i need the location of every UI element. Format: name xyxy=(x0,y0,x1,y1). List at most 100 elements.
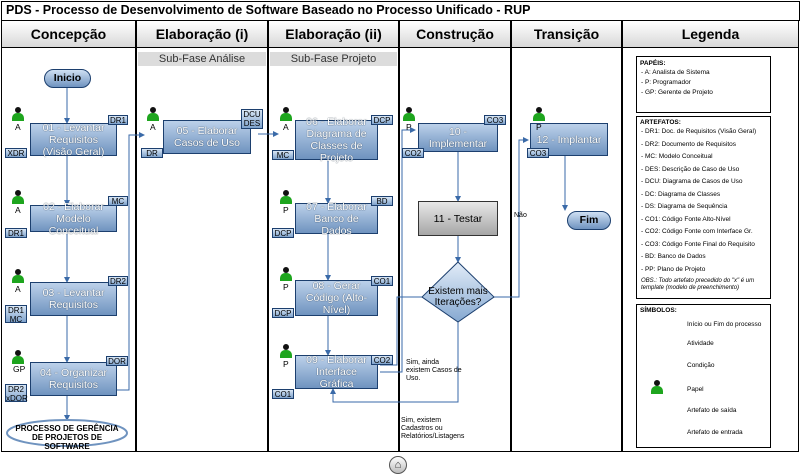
role-label: P xyxy=(406,122,412,132)
person-icon xyxy=(12,107,24,121)
legend-item: - A: Analista de Sistema xyxy=(641,69,710,76)
role-label: GP xyxy=(13,364,26,374)
artifact-input: MC xyxy=(272,150,294,160)
legend-papeis: PAPÉIS: - A: Analista de Sistema - P: Pr… xyxy=(636,56,771,113)
legend-item: - DS: Diagrama de Sequência xyxy=(641,203,728,210)
activity-02: 02 - Elaborar Modelo Conceitual xyxy=(30,201,117,237)
artifact-input: DCP xyxy=(272,228,294,238)
legend-item: - DC: Diagrama de Classes xyxy=(641,190,721,198)
legend-item: - DR2: Documento de Requisitos xyxy=(641,140,737,148)
start-node: Inicio xyxy=(44,69,91,88)
legend-symbol-label: Artefato de entrada xyxy=(687,429,743,436)
artifact-label: xDOR xyxy=(6,394,28,403)
legend-symbol-label: Início ou Fim do processo xyxy=(687,321,762,328)
flow-line xyxy=(494,137,529,298)
lane-title: Elaboração (ii) xyxy=(269,21,398,48)
activity-06: 06 - Elaborar Diagrama de Classes de Pro… xyxy=(295,116,378,164)
lane-title: Construção xyxy=(400,21,510,48)
gerencia-label: PROCESSO DE GERÊNCIA DE PROJETOS DE SOFT… xyxy=(15,424,119,451)
legend-symbol-label: Condição xyxy=(687,362,715,369)
artifact-output: CO1 xyxy=(371,276,393,286)
flow-label-sim-casos: Sim, ainda existem Casos de Uso. xyxy=(406,359,462,382)
person-icon xyxy=(280,190,292,204)
artifact-label: DR1 xyxy=(7,306,24,315)
legend-obs: OBS.: Todo artefato precedido do "x" é u… xyxy=(641,278,755,291)
person-icon xyxy=(12,350,24,364)
condition-diamond xyxy=(421,261,495,323)
activity-10: 10 - Implementar xyxy=(418,123,498,152)
person-icon xyxy=(651,380,663,394)
role-label: A xyxy=(283,122,289,132)
activity-11: 11 - Testar xyxy=(418,201,498,236)
legend-item: - CO3: Código Fonte Final do Requisito xyxy=(641,240,755,248)
legend-artefatos: ARTEFATOS: - DR1: Doc. de Requisitos (Vi… xyxy=(636,116,771,299)
flow-line xyxy=(330,322,459,403)
artifact-output: DOR xyxy=(106,356,128,366)
lane-title: Transição xyxy=(512,21,621,48)
artifact-input: CO3 xyxy=(527,148,549,158)
legend-symbol-label: Atividade xyxy=(687,340,714,347)
artifact-output: DR1 xyxy=(108,115,128,125)
legend-item: - CO2: Código Fonte com Interface Gr. xyxy=(641,228,753,235)
legend-simbolos-title: SÍMBOLOS: xyxy=(640,307,677,314)
artifact-input: CO2 xyxy=(402,148,424,158)
activity-08: 08 - Gerar Código (Alto-Nível) xyxy=(295,280,378,316)
role-label: A xyxy=(15,284,21,294)
legend-item: - CO1: Código Fonte Alto-Nível xyxy=(641,215,731,223)
lane-title: Concepção xyxy=(2,21,135,48)
flow-line xyxy=(380,127,416,373)
flow-line xyxy=(380,296,422,366)
home-button[interactable]: ⌂ xyxy=(389,456,407,474)
end-node: Fim xyxy=(567,211,611,230)
legend-symbol-label: Papel xyxy=(687,386,704,393)
person-icon xyxy=(12,269,24,283)
legend-artefatos-title: ARTEFATOS: xyxy=(640,119,681,126)
artifact-label: MC xyxy=(9,315,23,324)
person-icon xyxy=(12,190,24,204)
artifact-output: CO3 xyxy=(484,115,506,125)
legend-simbolos: SÍMBOLOS: xyxy=(636,304,771,448)
artifact-output: BD xyxy=(371,196,393,206)
activity-07: 07 - Elaborar Banco de Dados xyxy=(295,201,378,237)
activity-04: 04 - Organizar Requisitos xyxy=(30,362,117,396)
subphase-analise: Sub-Fase Análise xyxy=(138,52,266,66)
person-icon xyxy=(280,107,292,121)
flow-line xyxy=(128,132,145,235)
diagram-title: PDS - Processo de Desenvolvimento de Sof… xyxy=(6,3,531,17)
legend-item: - BD: Banco de Dados xyxy=(641,253,706,260)
flow-label-sim-cadastros: Sim, existem Cadastros ou Relatórios/Lis… xyxy=(401,417,465,440)
person-icon xyxy=(533,107,545,121)
role-label: A xyxy=(15,205,21,215)
artifact-output: DR2 xyxy=(108,276,128,286)
role-label: A xyxy=(15,122,21,132)
lane-title: Legenda xyxy=(623,21,798,48)
legend-papeis-title: PAPÉIS: xyxy=(640,60,666,67)
lane-title: Elaboração (i) xyxy=(137,21,267,48)
artifact-output: CO2 xyxy=(371,355,393,365)
flow-label-nao: Não xyxy=(514,212,527,219)
artifact-input: CO1 xyxy=(272,389,294,399)
legend-item: - DCU: Diagrama de Casos de Uso xyxy=(641,178,743,185)
person-icon xyxy=(280,267,292,281)
activity-09: 09 - Elaborar Interface Gráfica xyxy=(295,354,378,390)
legend-item: - GP: Gerente de Projeto xyxy=(641,89,713,96)
legend-symbol-label: Artefato de saída xyxy=(687,407,737,414)
role-label: A xyxy=(150,122,156,132)
activity-01: 01 - Levantar Requisitos (Visão Geral) xyxy=(30,122,117,158)
lane-transicao: Transição xyxy=(511,20,622,452)
lane-construcao: Construção xyxy=(399,20,511,452)
person-icon xyxy=(280,344,292,358)
artifact-output: MC xyxy=(108,196,128,206)
legend-item: - DR1: Doc. de Requisitos (Visão Geral) xyxy=(641,128,757,135)
artifact-input: DR xyxy=(141,148,163,158)
subphase-projeto: Sub-Fase Projeto xyxy=(270,52,397,66)
artifact-output: DCP xyxy=(371,115,393,125)
activity-05: 05 - Elaborar Casos de Uso xyxy=(163,120,251,154)
condition-label: Existem mais Iterações? xyxy=(428,286,488,308)
role-label: P xyxy=(283,282,289,292)
role-label: P xyxy=(283,359,289,369)
legend-item: - DES: Descrição de Caso de Uso xyxy=(641,165,740,173)
